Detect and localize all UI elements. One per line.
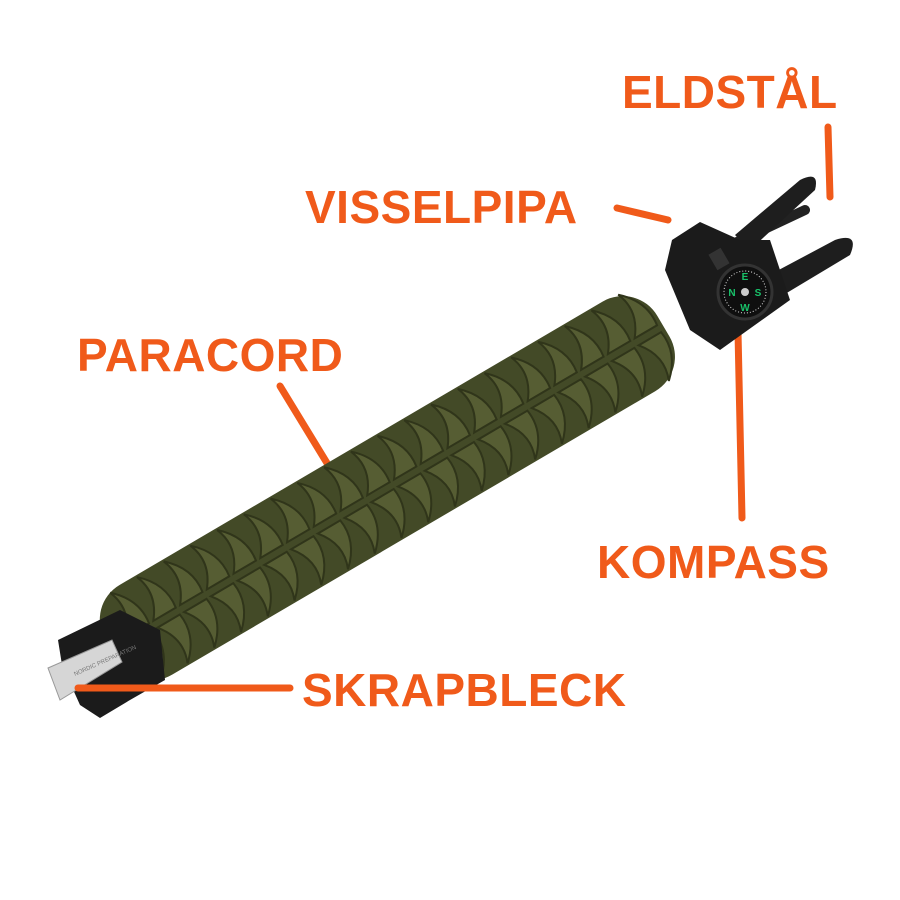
braid-loop [582, 362, 620, 413]
braid-loop [422, 456, 460, 507]
braid-loop [510, 356, 552, 404]
braid-loop [163, 560, 204, 608]
compass-letter-w: W [740, 303, 750, 314]
compass-letter-s: S [755, 288, 762, 299]
braid-loop [636, 330, 673, 382]
braid-loop [556, 377, 593, 429]
braid-loop [376, 434, 418, 482]
leader-line-visselpipa [613, 204, 672, 224]
braid-loop [609, 346, 647, 397]
braid-loop [208, 581, 246, 633]
paracord-band [99, 293, 675, 681]
braid-loop [529, 393, 566, 445]
braid-loop [403, 419, 445, 466]
braid-loop [288, 534, 326, 586]
braid-loop [342, 503, 379, 554]
label-skrapbleck: SKRAPBLECK [302, 664, 627, 716]
braid-loop [475, 425, 513, 476]
braid-loop [368, 487, 406, 539]
label-visselpipa: VISSELPIPA [305, 181, 578, 233]
leader-line-kompass [734, 328, 746, 522]
braid-loop [189, 544, 231, 592]
braid-loop [296, 481, 338, 529]
braid-loop [136, 576, 178, 623]
braid-loop [483, 372, 525, 419]
label-paracord: PARACORD [77, 329, 344, 381]
leader-line-eldstal [824, 123, 834, 201]
compass-letter-n: N [728, 288, 735, 299]
compass-letter-e: E [742, 272, 749, 283]
braid-loop [235, 566, 272, 617]
label-eldstal: ELDSTÅL [622, 66, 838, 118]
braid-loop [243, 513, 284, 560]
braid-loop [315, 519, 353, 570]
braid-loop [216, 529, 258, 576]
compass-icon: E S W N [716, 263, 774, 321]
braid-loop [457, 387, 498, 435]
scraper-buckle: NORDIC PREPARATION [47, 610, 165, 718]
braid-loop [564, 325, 605, 372]
braid-loop [155, 613, 192, 664]
braid-loop [395, 472, 433, 523]
braid-loop [350, 450, 391, 498]
braid-loop [449, 440, 486, 492]
braid-loop [323, 466, 365, 513]
braid-loop [502, 409, 540, 460]
leader-line-paracord [276, 382, 334, 472]
braid-loop [181, 597, 219, 648]
label-kompass: KOMPASS [597, 536, 830, 588]
braid-loop [617, 293, 659, 341]
braid-loop [262, 550, 299, 601]
braid-loop [537, 340, 579, 388]
braid-loop [430, 403, 472, 451]
braid-loop [270, 497, 311, 545]
braid-loop [590, 309, 632, 357]
